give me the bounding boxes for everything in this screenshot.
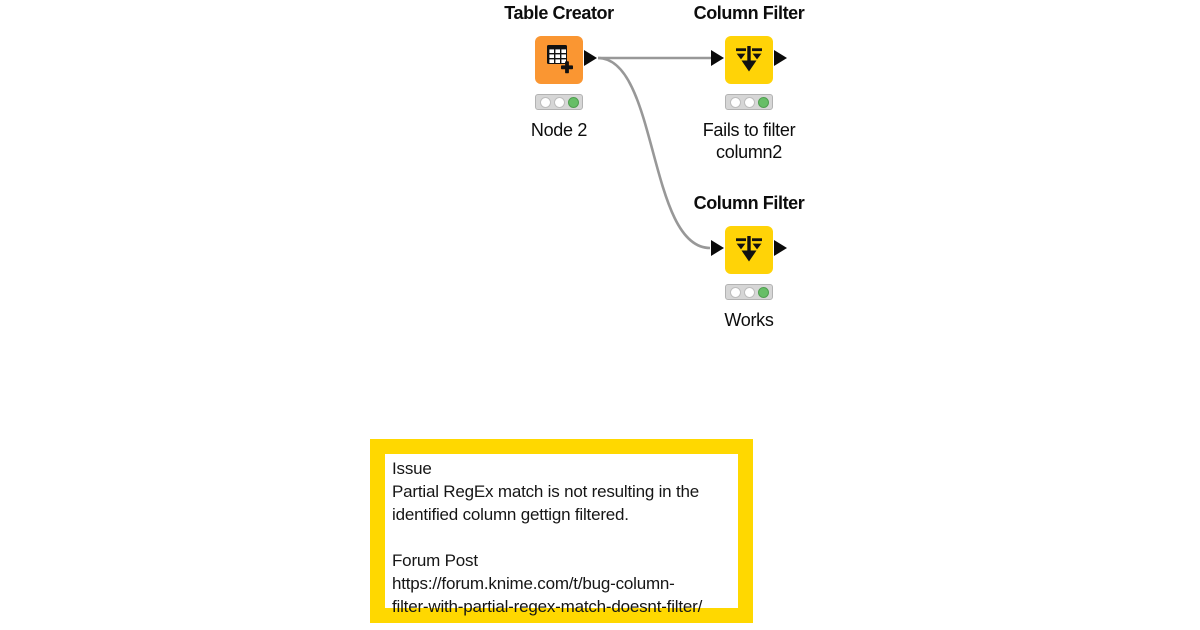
annotation-line: Partial RegEx match is not resulting in …	[392, 482, 699, 501]
status-green-light	[567, 96, 579, 108]
status-traffic-light	[725, 94, 773, 110]
node-label: Fails to filter column2	[702, 120, 796, 162]
annotation-line: Forum Post	[392, 551, 478, 570]
status-yellow-light	[553, 96, 565, 108]
node-title: Column Filter	[693, 3, 805, 23]
column-filter-icon[interactable]	[725, 226, 773, 274]
status-green-light	[757, 286, 769, 298]
status-red-light	[729, 96, 741, 108]
workflow-annotation[interactable]: Issue Partial RegEx match is not resulti…	[370, 439, 753, 623]
connection-table-to-filter2[interactable]	[597, 56, 711, 250]
table-create-icon[interactable]	[535, 36, 583, 84]
node-label: Works	[724, 310, 774, 330]
output-port[interactable]	[584, 50, 597, 66]
status-red-light	[539, 96, 551, 108]
annotation-link: filter-with-partial-regex-match-doesnt-f…	[392, 597, 703, 616]
status-traffic-light	[535, 94, 583, 110]
status-yellow-light	[743, 286, 755, 298]
annotation-link: https://forum.knime.com/t/bug-column-	[392, 574, 675, 593]
status-yellow-light	[743, 96, 755, 108]
node-column-filter-1[interactable]: Column Filter Fails to filter colu	[694, 3, 805, 162]
status-green-light	[757, 96, 769, 108]
status-traffic-light	[725, 284, 773, 300]
annotation-line: Issue	[392, 459, 432, 478]
annotation-line: identified column gettign filtered.	[392, 505, 629, 524]
node-table-creator[interactable]: Table Creator Node 2	[504, 3, 614, 140]
node-title: Column Filter	[693, 193, 805, 213]
input-port[interactable]	[711, 240, 724, 256]
node-title: Table Creator	[504, 3, 614, 23]
node-label: Node 2	[530, 120, 588, 140]
annotation-line	[392, 526, 738, 549]
node-column-filter-2[interactable]: Column Filter Works	[694, 193, 805, 330]
column-filter-icon[interactable]	[725, 36, 773, 84]
status-red-light	[729, 286, 741, 298]
output-port[interactable]	[774, 240, 787, 256]
output-port[interactable]	[774, 50, 787, 66]
input-port[interactable]	[711, 50, 724, 66]
